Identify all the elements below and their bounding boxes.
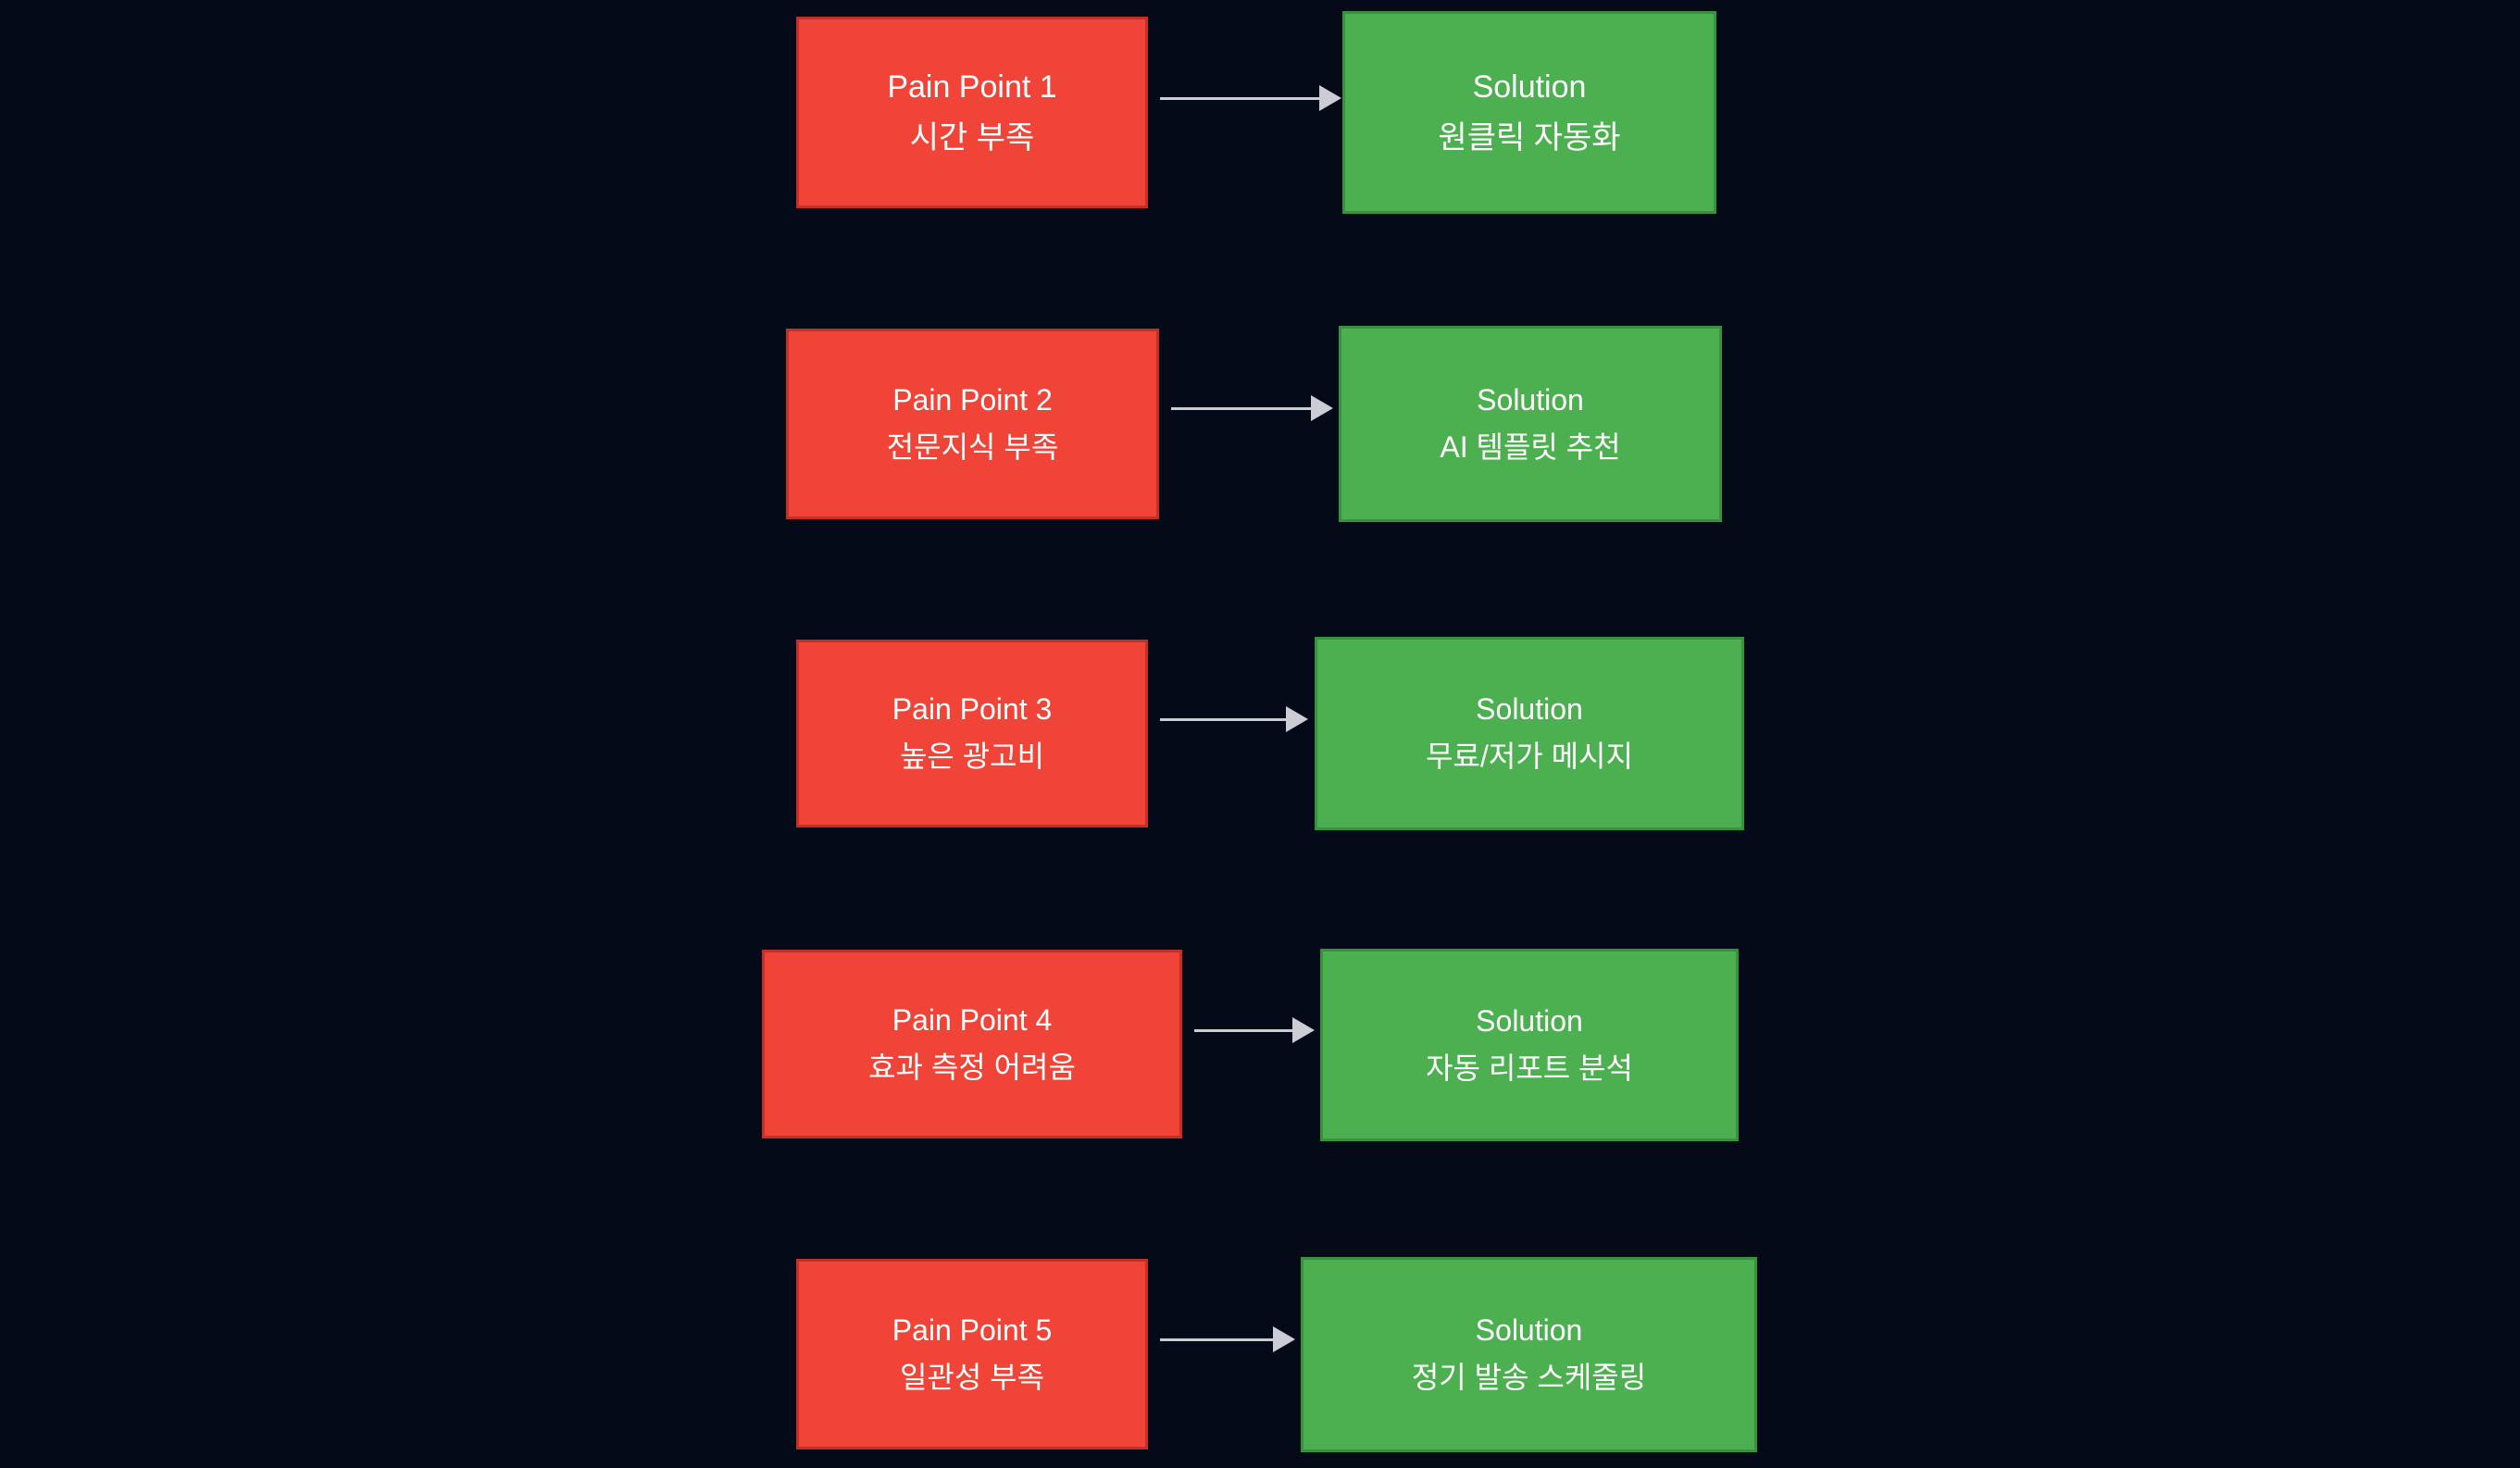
solution-node-5[interactable]: Solution 정기 발송 스케줄링 [1301,1257,1757,1452]
solution-detail-3: 무료/저가 메시지 [1426,740,1633,774]
arrow-shaft-4 [1194,1028,1294,1032]
pain-point-node-2[interactable]: Pain Point 2 전문지식 부족 [786,329,1159,519]
arrow-pain-to-solution-3 [1160,704,1308,734]
arrow-head-icon-4 [1292,1017,1315,1043]
pain-point-title-2: Pain Point 2 [892,382,1053,417]
pain-point-title-1: Pain Point 1 [887,69,1057,106]
pain-point-node-1[interactable]: Pain Point 1 시간 부족 [796,17,1148,208]
arrow-head-icon-1 [1319,85,1341,111]
arrow-shaft-2 [1171,406,1313,410]
solution-title-1: Solution [1472,69,1587,106]
solution-title-5: Solution [1475,1313,1583,1348]
pain-point-detail-5: 일관성 부족 [899,1360,1045,1394]
pain-point-detail-2: 전문지식 부족 [886,429,1059,464]
pain-point-detail-3: 높은 광고비 [899,740,1045,774]
solution-detail-1: 원클릭 자동화 [1438,119,1621,156]
pain-point-title-3: Pain Point 3 [892,692,1053,727]
pain-point-node-4[interactable]: Pain Point 4 효과 측정 어려움 [762,950,1182,1138]
solution-detail-5: 정기 발송 스케줄링 [1411,1361,1647,1395]
arrow-head-icon-2 [1311,395,1333,421]
arrow-shaft-1 [1160,96,1321,100]
arrow-head-icon-3 [1286,706,1308,732]
solution-title-4: Solution [1476,1003,1583,1038]
solution-node-1[interactable]: Solution 원클릭 자동화 [1342,11,1716,214]
solution-node-2[interactable]: Solution AI 템플릿 추천 [1339,326,1722,522]
pain-point-title-5: Pain Point 5 [892,1312,1053,1347]
solution-detail-2: AI 템플릿 추천 [1440,429,1621,464]
solution-node-4[interactable]: Solution 자동 리포트 분석 [1320,949,1739,1141]
arrow-head-icon-5 [1273,1326,1295,1352]
arrow-shaft-5 [1160,1337,1275,1341]
pain-point-detail-4: 효과 측정 어려움 [868,1050,1076,1084]
solution-title-2: Solution [1477,382,1584,417]
solution-detail-4: 자동 리포트 분석 [1426,1051,1633,1085]
solution-node-3[interactable]: Solution 무료/저가 메시지 [1315,637,1744,830]
pain-point-node-3[interactable]: Pain Point 3 높은 광고비 [796,640,1148,827]
pain-point-detail-1: 시간 부족 [909,119,1035,156]
arrow-pain-to-solution-2 [1171,393,1333,423]
arrow-shaft-3 [1160,717,1288,721]
arrow-pain-to-solution-4 [1194,1015,1315,1045]
arrow-pain-to-solution-1 [1160,83,1341,113]
arrow-pain-to-solution-5 [1160,1325,1295,1354]
pain-point-title-4: Pain Point 4 [892,1002,1053,1037]
solution-title-3: Solution [1476,692,1583,727]
pain-point-node-5[interactable]: Pain Point 5 일관성 부족 [796,1259,1148,1449]
